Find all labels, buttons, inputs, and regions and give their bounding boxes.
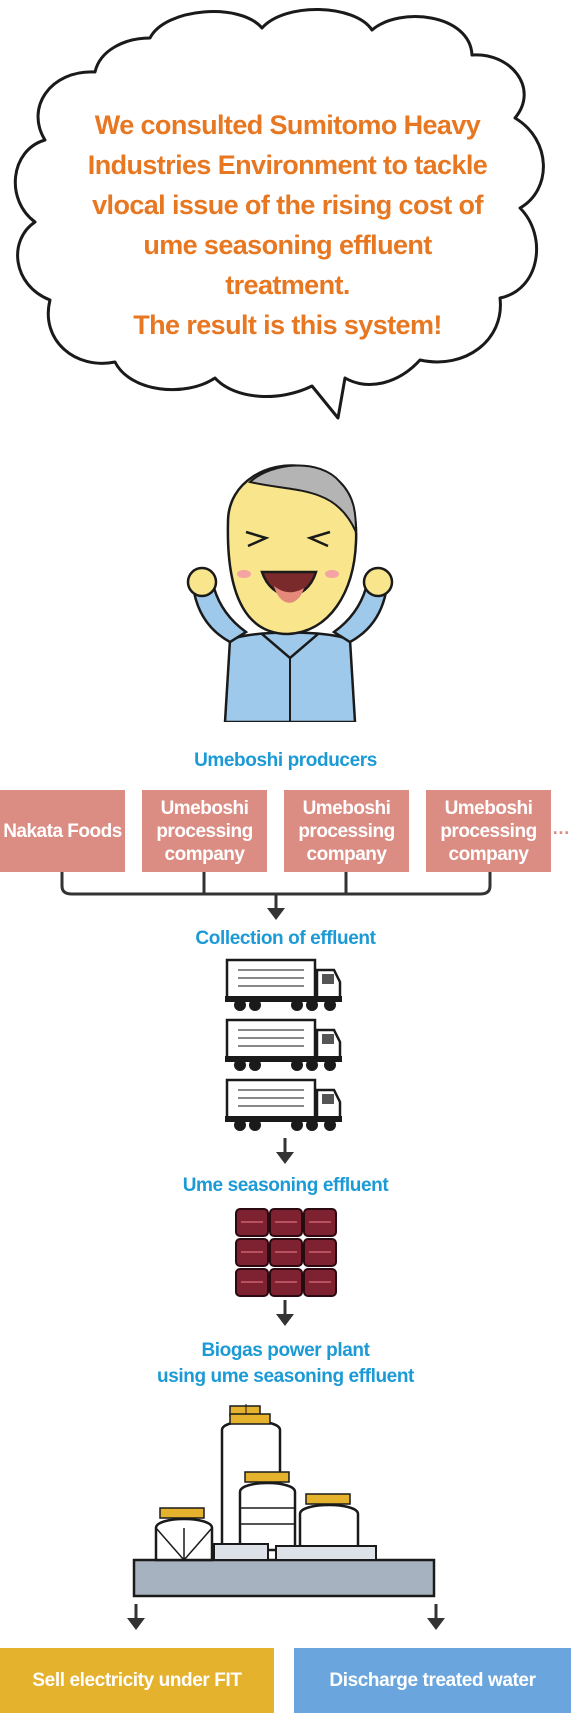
discharge-water-box: Discharge treated water (294, 1648, 571, 1713)
speech-line-4: ume seasoning effluent (143, 230, 432, 260)
sell-electricity-label: Sell electricity under FIT (32, 1669, 242, 1691)
producer-nakata-foods: Nakata Foods (0, 790, 125, 872)
more-producers-ellipsis: … (552, 818, 570, 838)
producer-label: Umeboshi processing company (156, 797, 253, 865)
producer-umeboshi-company-3: Umeboshi processing company (426, 790, 551, 872)
speech-line-6: The result is this system! (133, 310, 442, 340)
plant-title: Biogas power plant using ume seasoning e… (0, 1338, 571, 1390)
effluent-containers-illustration (235, 1208, 337, 1297)
man-illustration (186, 464, 394, 722)
arrow-down-icon (276, 1300, 294, 1326)
arrow-down-icon (276, 1138, 294, 1164)
producer-umeboshi-company-1: Umeboshi processing company (142, 790, 267, 872)
trucks-illustration (223, 958, 344, 1133)
producers-title: Umeboshi producers (194, 750, 377, 771)
speech-line-5: treatment. (225, 270, 350, 300)
producers-bracket (60, 872, 492, 920)
producer-label: Umeboshi processing company (440, 797, 537, 865)
plant-title-line-1: Biogas power plant (201, 1340, 370, 1361)
speech-line-2: Industries Environment to tackle (87, 150, 488, 180)
effluent-title: Ume seasoning effluent (182, 1175, 389, 1196)
speech-line-1: We consulted Sumitomo Heavy (94, 110, 481, 140)
plant-title-line-2: using ume seasoning effluent (157, 1366, 414, 1387)
biogas-plant-illustration (132, 1404, 436, 1598)
output-arrows (127, 1604, 445, 1630)
sell-electricity-box: Sell electricity under FIT (0, 1648, 274, 1713)
producer-label: Umeboshi processing company (298, 797, 395, 865)
speech-text: We consulted Sumitomo Heavy Industries E… (70, 105, 505, 345)
discharge-water-label: Discharge treated water (329, 1669, 536, 1691)
collection-title: Collection of effluent (195, 928, 376, 949)
producer-label: Nakata Foods (3, 820, 122, 842)
speech-line-3: vlocal issue of the rising cost of (92, 190, 483, 220)
producer-umeboshi-company-2: Umeboshi processing company (284, 790, 409, 872)
speech-bubble (13, 8, 545, 420)
